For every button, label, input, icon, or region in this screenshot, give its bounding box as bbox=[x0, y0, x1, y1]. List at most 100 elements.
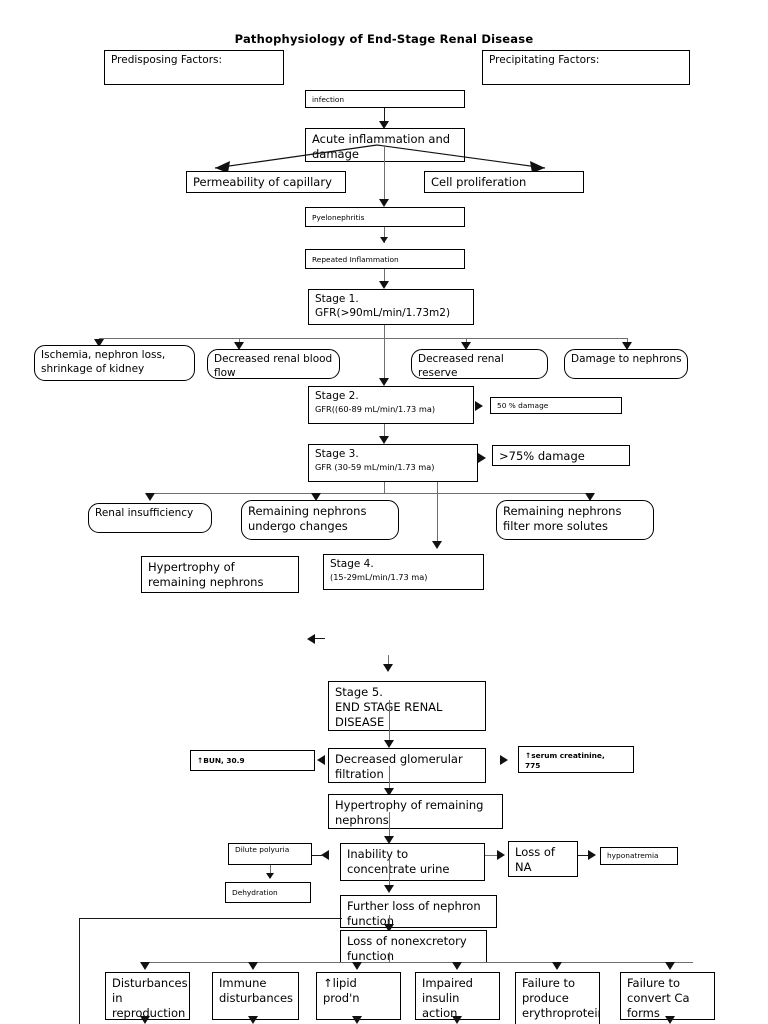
arrowhead-infection-to-inflammation bbox=[379, 121, 389, 129]
bun-label: ↑BUN, 30.9 bbox=[197, 756, 245, 765]
hypertrophy-remaining-nephrons-box-2: Hypertrophy of remaining nephrons bbox=[328, 794, 503, 829]
stage5-line1: Stage 5. bbox=[335, 685, 383, 699]
precipitating-factors-box: Precipitating Factors: bbox=[482, 50, 690, 85]
lipid-production-box: ↑lipid prod'n bbox=[316, 972, 401, 1020]
arrowhead-bus-to-disturbances-repro bbox=[140, 962, 150, 970]
connector-repeated-to-stage1 bbox=[384, 269, 385, 285]
arrowhead-pyelonephritis-to-repeated bbox=[380, 237, 388, 243]
arrowhead-stage3-to-renal-insufficiency bbox=[145, 493, 155, 501]
lipid-production-label: ↑lipid prod'n bbox=[323, 976, 360, 1005]
connector-loss-na-to-hyponatremia bbox=[578, 855, 590, 856]
arrowhead-lipid-down bbox=[352, 1016, 362, 1024]
arrowhead-inability-to-loss-na bbox=[497, 850, 505, 860]
failure-convert-ca-label: Failure to convert Ca forms bbox=[627, 976, 690, 1020]
repeated-inflammation-box: Repeated Inflammation bbox=[305, 249, 465, 269]
serum-creatinine-box: ↑serum creatinine, 775 bbox=[518, 746, 634, 773]
hypertrophy-remaining-nephrons-box-1: Hypertrophy of remaining nephrons bbox=[141, 556, 299, 593]
loss-nonexcretory-label: Loss of nonexcretory function bbox=[347, 934, 467, 963]
pyelonephritis-box: Pyelonephritis bbox=[305, 207, 465, 227]
damage-nephrons-box: Damage to nephrons bbox=[564, 349, 688, 379]
decreased-gf-label: Decreased glomerular filtration bbox=[335, 752, 463, 781]
nephrons-undergo-changes-label: Remaining nephrons undergo changes bbox=[248, 504, 367, 533]
stage2-line2: GFR((60-89 mL/min/1.73 ma) bbox=[315, 403, 436, 414]
connector-bottom-bus bbox=[145, 962, 693, 963]
connector-bottom-bus-drop bbox=[389, 952, 390, 962]
immune-disturbances-box: Immune disturbances bbox=[212, 972, 299, 1020]
connector-stage2-to-stage3 bbox=[384, 424, 385, 441]
disturbances-reproduction-label: Disturbances in reproduction bbox=[112, 976, 188, 1020]
arrowhead-immune-down bbox=[248, 1016, 258, 1024]
arrowhead-inflammation-to-pyelonephritis bbox=[379, 199, 389, 207]
arrowhead-stage2-to-damage50 bbox=[475, 401, 483, 411]
inability-concentrate-label: Inability to concentrate urine bbox=[347, 847, 450, 876]
further-loss-nephron-box: Further loss of nephron function bbox=[340, 895, 497, 928]
arrowhead-bus-to-erythroprotein bbox=[552, 962, 562, 970]
connector-stage1-branch-2 bbox=[239, 338, 240, 344]
arrowhead-gf-to-hypertrophy2 bbox=[384, 788, 394, 796]
arrowhead-bus-to-immune bbox=[248, 962, 258, 970]
connector-infection-to-inflammation bbox=[384, 108, 385, 124]
predisposing-factors-label: Predisposing Factors: bbox=[111, 54, 223, 66]
arrowhead-stage3-to-damage75 bbox=[478, 453, 486, 463]
permeability-box: Permeability of capillary bbox=[186, 171, 346, 193]
stage2-box: Stage 2. GFR((60-89 mL/min/1.73 ma) bbox=[308, 386, 474, 424]
dilute-polyuria-box: Dilute polyuria bbox=[228, 843, 312, 865]
acute-inflammation-box: Acute inflammation and damage bbox=[305, 128, 465, 162]
ischemia-box: Ischemia, nephron loss, shrinkage of kid… bbox=[34, 345, 195, 381]
connector-standalone-left bbox=[315, 638, 325, 639]
stage1-line1: Stage 1. bbox=[315, 293, 359, 305]
arrowhead-insulin-down bbox=[452, 1016, 462, 1024]
connector-pyelonephritis-to-repeated bbox=[384, 227, 385, 243]
arrowhead-convert-ca-down bbox=[665, 1016, 675, 1024]
dehydration-box: Dehydration bbox=[225, 882, 311, 903]
pyelonephritis-label: Pyelonephritis bbox=[312, 213, 365, 222]
stage4-line2: (15-29mL/min/1.73 ma) bbox=[330, 571, 428, 582]
impaired-insulin-box: Impaired insulin action bbox=[415, 972, 500, 1020]
arrowhead-standalone-left bbox=[307, 634, 315, 644]
bun-box: ↑BUN, 30.9 bbox=[190, 750, 315, 771]
arrowhead-stage1-to-ischemia bbox=[94, 339, 104, 347]
connector-inflammation-fan bbox=[214, 144, 546, 173]
decreased-reserve-label: Decreased renal reserve bbox=[418, 353, 504, 379]
serum-creatinine-line1: ↑serum creatinine, bbox=[525, 751, 605, 760]
arrowhead-stage1-to-blood-flow bbox=[234, 342, 244, 350]
stage1-line2: GFR(>90mL/min/1.73m2) bbox=[315, 306, 451, 319]
connector-inability-to-loss-na bbox=[485, 855, 501, 856]
stage3-box: Stage 3. GFR (30-59 mL/min/1.73 ma) bbox=[308, 444, 478, 482]
damage50-box: 50 % damage bbox=[490, 397, 622, 414]
arrowhead-loss-na-to-hyponatremia bbox=[588, 850, 596, 860]
connector-further-loss-left-run bbox=[79, 918, 342, 919]
infection-label: infection bbox=[312, 95, 345, 104]
impaired-insulin-label: Impaired insulin action bbox=[422, 976, 473, 1020]
stage1-box: Stage 1. GFR(>90mL/min/1.73m2) bbox=[308, 289, 474, 325]
further-loss-label: Further loss of nephron function bbox=[347, 899, 481, 928]
nephrons-undergo-changes-box: Remaining nephrons undergo changes bbox=[241, 500, 399, 540]
acute-inflammation-label: Acute inflammation and damage bbox=[312, 132, 451, 161]
failure-convert-ca-box: Failure to convert Ca forms bbox=[620, 972, 715, 1020]
arrowhead-inability-to-further-loss bbox=[384, 885, 394, 893]
stage2-line1: Stage 2. bbox=[315, 390, 359, 402]
infection-box: infection bbox=[305, 90, 465, 108]
decreased-reserve-box: Decreased renal reserve bbox=[411, 349, 548, 379]
connector-stage3-to-stage4 bbox=[437, 482, 438, 548]
immune-disturbances-label: Immune disturbances bbox=[219, 976, 294, 1005]
decreased-blood-flow-box: Decreased renal blood flow bbox=[207, 349, 340, 379]
arrowhead-further-loss-to-nonexcretory bbox=[384, 924, 394, 932]
ischemia-label: Ischemia, nephron loss, shrinkage of kid… bbox=[41, 349, 166, 375]
dilute-polyuria-label: Dilute polyuria bbox=[235, 845, 290, 854]
connector-stage3-bus-drop bbox=[384, 482, 385, 493]
nephrons-filter-solutes-label: Remaining nephrons filter more solutes bbox=[503, 504, 622, 533]
damage50-label: 50 % damage bbox=[497, 401, 549, 410]
hypertrophy-label-1: Hypertrophy of remaining nephrons bbox=[148, 560, 264, 589]
arrowhead-disturbances-repro-down bbox=[140, 1016, 150, 1024]
arrowhead-to-stage5 bbox=[383, 664, 393, 672]
arrowhead-inability-to-polyuria bbox=[321, 850, 329, 860]
decreased-glomerular-filtration-box: Decreased glomerular filtration bbox=[328, 748, 486, 783]
arrowhead-stage2-to-stage3 bbox=[379, 436, 389, 444]
cell-proliferation-box: Cell proliferation bbox=[424, 171, 584, 193]
disturbances-reproduction-box: Disturbances in reproduction bbox=[105, 972, 190, 1020]
stage4-line1: Stage 4. bbox=[330, 558, 374, 570]
arrowhead-stage1-to-stage2 bbox=[379, 378, 389, 386]
inability-concentrate-urine-box: Inability to concentrate urine bbox=[340, 843, 485, 881]
damage75-box: >75% damage bbox=[492, 445, 630, 466]
